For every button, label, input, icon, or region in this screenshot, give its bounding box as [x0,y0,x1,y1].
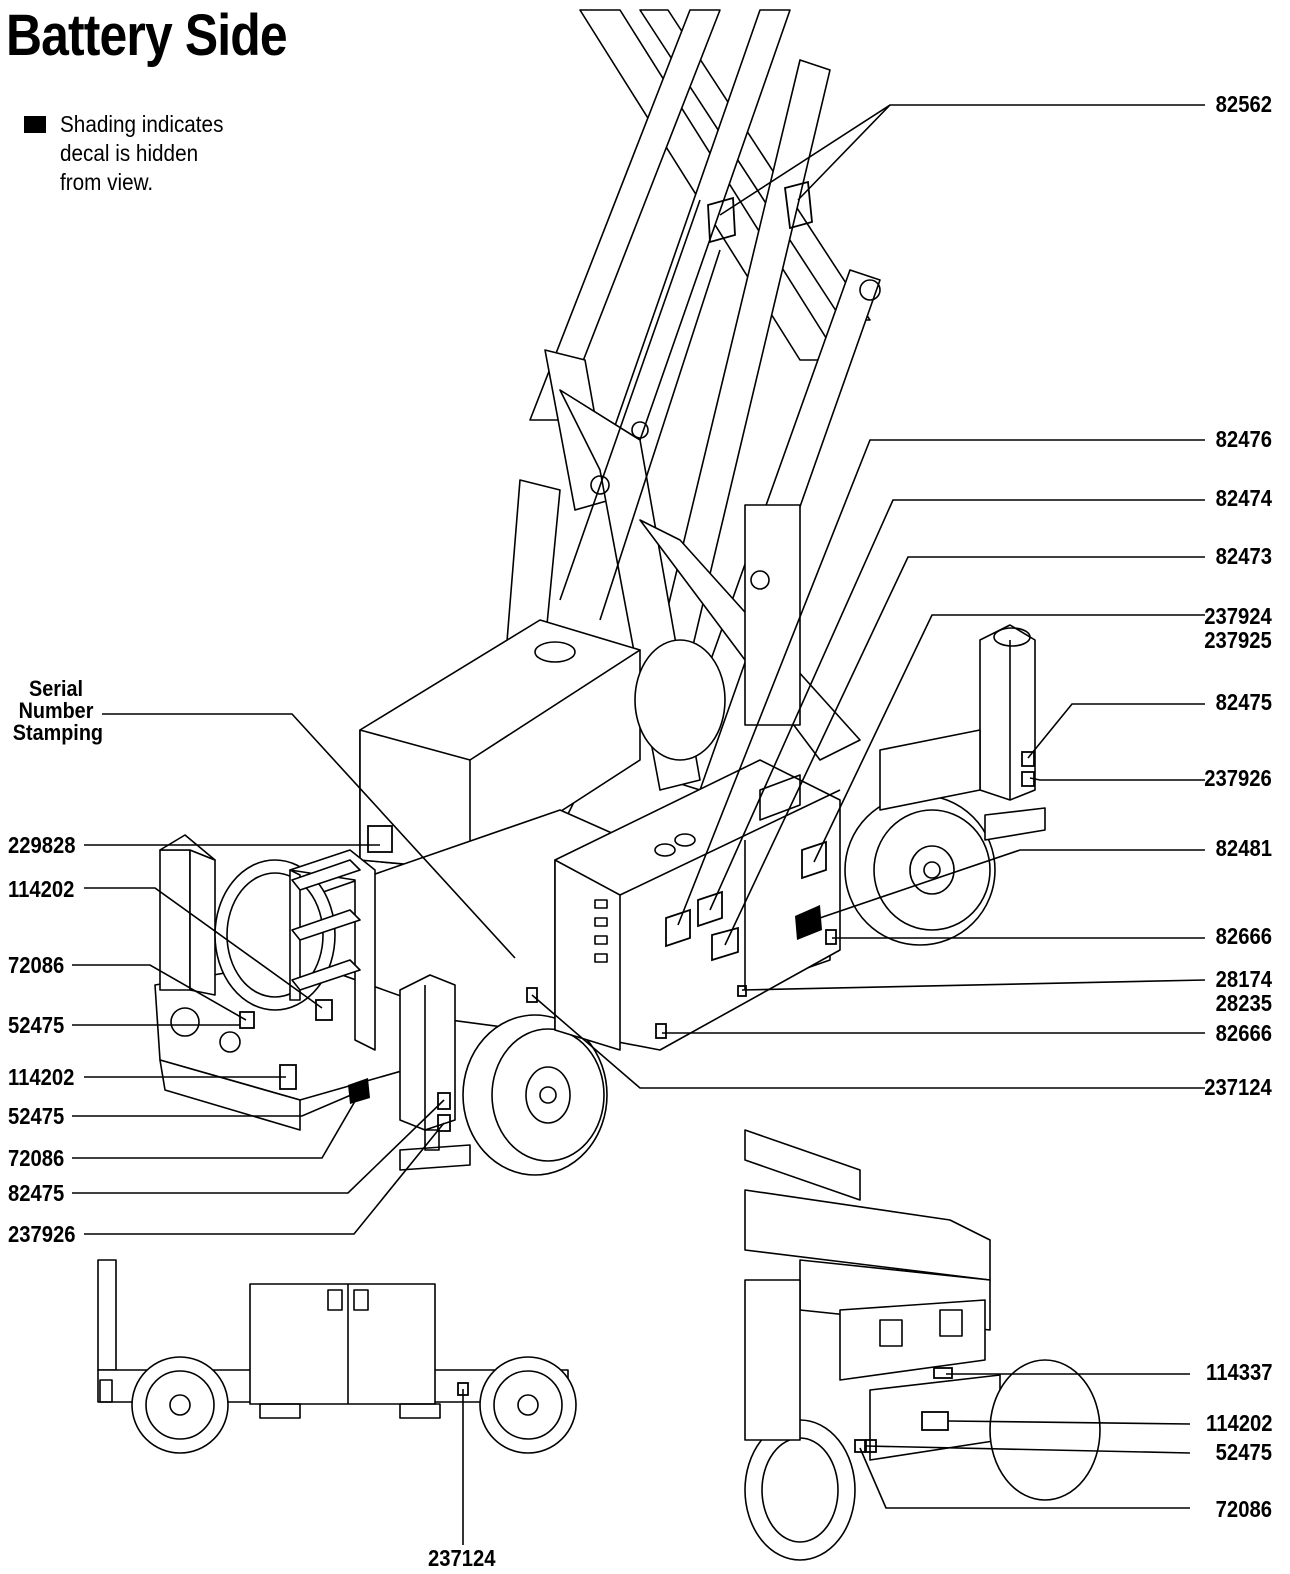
decal-label-237926-left: 237926 [8,1221,76,1247]
decal-label-237124: 237124 [1204,1075,1272,1099]
serial-label-line: Stamping [12,720,104,745]
decal-label-114202-lower: 114202 [8,1064,75,1090]
shading-legend: Shading indicates decal is hidden from v… [60,110,223,197]
serial-label-line: Serial [29,676,83,701]
decal-number: 28174 [1215,966,1272,992]
decal-label-72086-lower: 72086 [8,1145,65,1171]
decal-label-82473: 82473 [1216,544,1272,568]
decal-label-114202-inset: 114202 [1206,1411,1272,1435]
inset-view [744,1129,1101,1561]
decal-label-229828: 229828 [8,832,76,858]
side-view [97,1259,577,1454]
decal-number: 82481 [1215,835,1272,861]
decal-number: 82474 [1215,485,1272,511]
decal-number: 82475 [1215,689,1272,715]
decal-label-82474: 82474 [1216,486,1272,510]
decal-label-237926: 237926 [1204,766,1272,790]
page-title: Battery Side [6,3,288,68]
wheels [214,639,996,1176]
decal-label-52475-upper: 52475 [8,1012,65,1038]
decal-number: 82473 [1215,543,1272,569]
serial-number-label: Serial Number Stamping [12,676,104,745]
decal-label-82476: 82476 [1216,427,1272,451]
legend-line: Shading indicates [60,111,224,137]
decal-label-82666-lower: 82666 [1216,1021,1272,1045]
decal-label-52475-inset: 52475 [1216,1440,1272,1464]
decal-number: 237925 [1204,627,1272,653]
decal-number: 237924 [1204,603,1272,629]
legend-line: from view. [60,169,154,195]
decal-label-237124-side: 237124 [428,1545,496,1571]
decal-number: 114202 [1205,1410,1272,1436]
decal-label-114202-upper: 114202 [8,876,75,902]
decal-label-82481: 82481 [1216,836,1272,860]
decal-number: 114337 [1205,1359,1272,1385]
decal-label-72086-upper: 72086 [8,952,65,978]
decal-label-82475: 82475 [1216,690,1272,714]
decal-label-82475-left: 82475 [8,1180,65,1206]
outrigger-left-front [399,974,471,1171]
decal-label-237924-237925: 237924 237925 [1204,604,1272,652]
leader-lines [72,104,1206,1545]
decal-number: 72086 [1215,1496,1272,1522]
decal-number: 82562 [1215,91,1272,117]
decal-label-52475-lower: 52475 [8,1103,65,1129]
decal-number: 52475 [1215,1439,1272,1465]
shading-legend-icon [24,116,46,133]
decal-label-82562: 82562 [1216,92,1272,116]
decal-number: 82476 [1215,426,1272,452]
decal-label-28174-28235: 28174 28235 [1216,967,1272,1015]
decal-number: 237124 [1204,1074,1272,1100]
entry-ladder [289,849,376,1051]
decal-label-72086-inset: 72086 [1216,1497,1272,1521]
decal-markers [239,180,1035,1453]
decal-label-82666-upper: 82666 [1216,924,1272,948]
decal-number: 237926 [1204,765,1272,791]
decal-number: 82666 [1215,923,1272,949]
decal-label-114337: 114337 [1206,1360,1272,1384]
legend-line: decal is hidden [60,140,199,166]
decal-number: 82666 [1215,1020,1272,1046]
serial-label-line: Number [18,698,94,723]
scissor-arms [494,9,881,831]
decal-number: 28235 [1215,990,1272,1016]
